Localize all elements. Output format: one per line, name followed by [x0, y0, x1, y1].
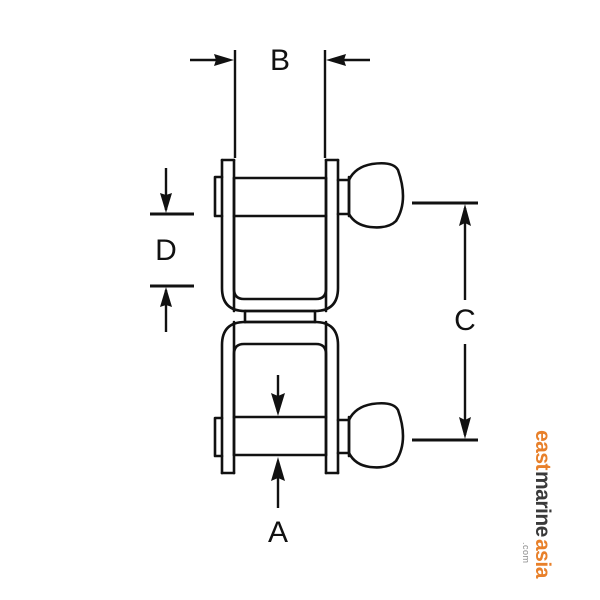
lower-shackle-body — [213, 320, 405, 475]
dimension-d-label: D — [155, 234, 177, 267]
lower-thumb-screw-head — [347, 401, 405, 469]
upper-shackle-body — [213, 158, 405, 313]
watermark-marine-text: marine — [531, 471, 554, 537]
watermark-east-text: east — [531, 430, 554, 471]
dimension-d: D — [150, 168, 194, 332]
dimension-c-arrowhead-top — [459, 204, 471, 226]
lower-body-outer-outline — [220, 320, 340, 475]
lower-jaw-cavity — [232, 342, 328, 457]
lower-pin-left-tab — [213, 416, 224, 458]
watermark-eastmarineasia: east marine asia .com — [521, 430, 554, 579]
upper-jaw-cavity — [232, 176, 328, 301]
dimension-c: C — [412, 201, 478, 442]
dimension-d-arrowhead-bottom — [160, 287, 172, 307]
dimension-a-arrowhead — [271, 457, 285, 481]
dimension-c-arrowhead-bottom — [459, 417, 471, 439]
swivel-joint — [243, 309, 317, 324]
dimension-b-arrowhead-left — [214, 54, 234, 66]
upper-thumb-screw-head — [347, 161, 405, 229]
inner-down-arrow — [271, 375, 285, 416]
inner-arrow-head — [271, 393, 285, 416]
upper-body-outer-outline — [220, 158, 340, 313]
dimension-a-label: A — [268, 516, 288, 549]
dimension-b: B — [190, 44, 370, 158]
dimension-b-label: B — [270, 44, 290, 77]
upper-pin-left-tab — [213, 175, 224, 218]
dimension-c-label: C — [454, 304, 476, 337]
watermark-com-text: .com — [521, 542, 531, 564]
dimension-b-arrowhead-right — [326, 54, 346, 66]
watermark-asia-text: asia — [531, 539, 554, 579]
dimension-d-arrowhead-top — [160, 193, 172, 213]
dimension-a: A — [268, 457, 288, 549]
